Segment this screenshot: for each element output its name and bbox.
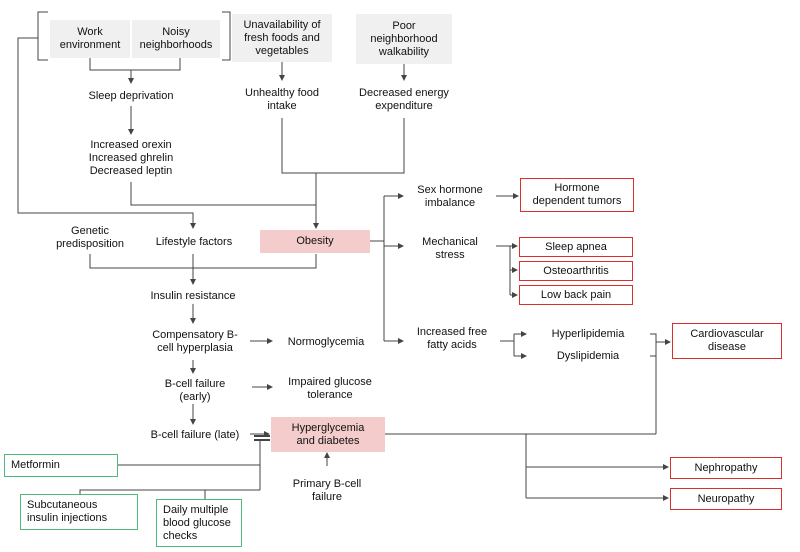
edge-genetic-lifestyle-obesity xyxy=(89,254,317,269)
node-daily-checks: Daily multiple blood glucose checks xyxy=(156,499,242,547)
node-insulin-resistance: Insulin resistance xyxy=(150,289,236,302)
node-mechanical-stress: Mechanical stress xyxy=(422,236,478,261)
node-sleep-apnea: Sleep apnea xyxy=(519,237,633,257)
bracket-left xyxy=(37,11,48,61)
node-osteoarthritis: Osteoarthritis xyxy=(519,261,633,281)
node-metformin: Metformin xyxy=(4,454,118,477)
edge-subcutaneous xyxy=(79,489,260,494)
node-neuropathy: Neuropathy xyxy=(670,488,782,510)
bracket-right xyxy=(222,11,231,61)
edge-food-energy-merge xyxy=(281,118,405,174)
node-hyperglycemia: Hyperglycemia and diabetes xyxy=(271,417,385,452)
node-nephropathy: Nephropathy xyxy=(670,457,782,479)
node-hyperlipidemia: Hyperlipidemia xyxy=(551,327,625,340)
node-dyslipidemia: Dyslipidemia xyxy=(556,349,620,362)
node-unhealthy-food: Unhealthy food intake xyxy=(245,87,319,112)
node-sex-hormone: Sex hormone imbalance xyxy=(417,184,483,209)
node-work-environment: Work environment xyxy=(50,20,130,58)
node-unavailability-foods: Unavailability of fresh foods and vegeta… xyxy=(232,14,332,62)
edge-hormones-to-obesity xyxy=(130,182,316,206)
node-poor-walkability: Poor neighborhood walkability xyxy=(356,14,452,64)
node-compensatory: Compensatory B- cell hyperplasia xyxy=(152,329,238,354)
node-noisy-neighborhoods: Noisy neighborhoods xyxy=(132,20,220,58)
node-impaired-glucose: Impaired glucose tolerance xyxy=(288,376,372,401)
node-genetic: Genetic predisposition xyxy=(56,225,124,250)
node-hormone-tumors: Hormone dependent tumors xyxy=(520,178,634,212)
node-primary-bcell: Primary B-cell failure xyxy=(292,478,362,503)
node-lifestyle: Lifestyle factors xyxy=(155,235,233,248)
node-bcell-early: B-cell failure (early) xyxy=(164,378,226,403)
node-obesity: Obesity xyxy=(260,230,370,253)
node-cardiovascular: Cardiovascular disease xyxy=(672,323,782,359)
node-bcell-late: B-cell failure (late) xyxy=(150,428,240,441)
node-decreased-energy: Decreased energy expenditure xyxy=(359,87,449,112)
node-hormones: Increased orexin Increased ghrelin Decre… xyxy=(88,138,174,177)
node-free-fatty-acids: Increased free fatty acids xyxy=(416,326,488,351)
edge-bracket-to-lifestyle xyxy=(17,37,196,229)
node-low-back-pain: Low back pain xyxy=(519,285,633,305)
node-normoglycemia: Normoglycemia xyxy=(287,335,365,348)
node-subcutaneous: Subcutaneous insulin injections xyxy=(20,494,138,530)
edge-work-to-merge xyxy=(89,57,181,71)
node-sleep-deprivation: Sleep deprivation xyxy=(88,89,174,102)
edge-lipid-merge xyxy=(650,333,657,357)
